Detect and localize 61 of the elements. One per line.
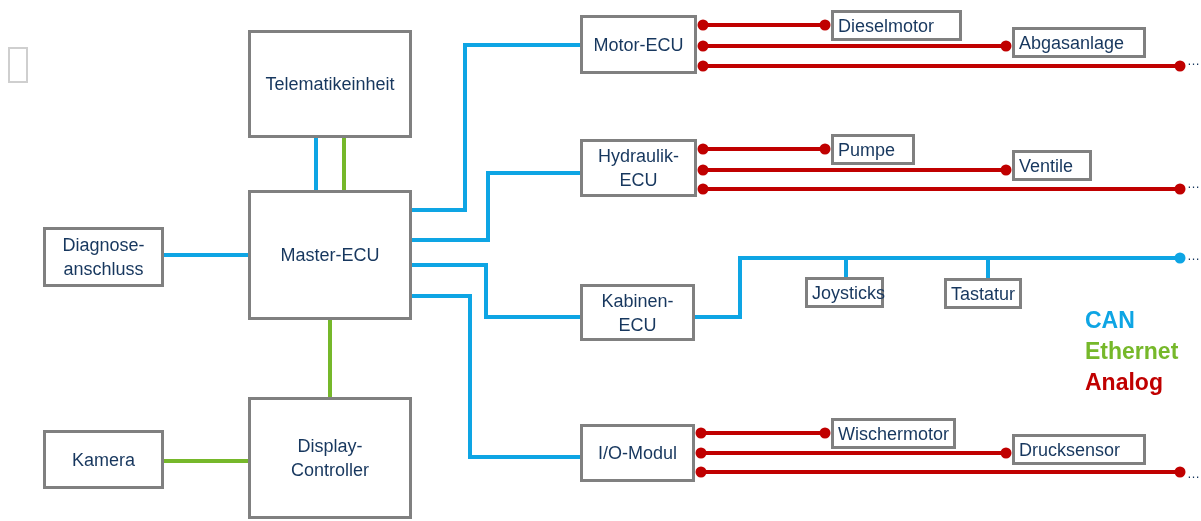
connection-line [412,171,580,242]
connection-line [342,138,346,190]
component-label: Kamera [72,448,135,472]
connection-line [412,263,580,319]
wire-with-end-dots [697,164,1012,176]
component-label: Joysticks [812,282,885,305]
component-box [831,10,962,41]
component-label: Motor-ECU [593,33,684,57]
component-box [248,30,412,138]
wire-with-end-dots [697,40,1012,52]
connection-line [328,320,332,397]
component-box [580,15,697,74]
component-label: Hydraulik- ECU [597,145,680,192]
component-label: Tastatur [951,283,1016,306]
connection-line [314,138,318,190]
component-label: Display- Controller [290,435,370,482]
component-box [43,227,164,287]
component-label: I/O-Modul [598,442,677,465]
legend-entry: CAN [1085,306,1136,335]
connection-line [695,256,990,319]
component-label: Kabinen- ECU [600,289,675,337]
component-box [43,430,164,489]
component-label: Telematikeinheit [265,73,395,96]
component-label: Abgasanlage [1019,32,1125,55]
component-box [580,139,697,197]
legend-entry: Analog [1085,368,1164,397]
component-box [805,277,884,308]
wire-with-end-dots [695,447,1012,459]
connection-line [164,459,248,463]
component-box [831,134,915,165]
placeholder-box [8,47,28,83]
component-label: Diagnose- anschluss [61,234,146,281]
component-label: Wischermotor [838,423,949,446]
connection-line [412,294,580,459]
component-label: Ventile [1019,155,1074,178]
continuation-ellipsis: … [1186,173,1201,193]
component-label: Pumpe [838,139,896,162]
continuation-ellipsis: … [1186,50,1201,70]
wire-with-end-dots [695,427,831,439]
component-box [580,424,695,482]
component-box [248,397,412,519]
component-box [248,190,412,320]
wire-with-end-dots [697,60,1186,72]
component-label: Drucksensor [1019,439,1121,462]
continuation-ellipsis: … [1186,463,1201,483]
component-box [1012,150,1092,181]
component-label: Dieselmotor [838,15,935,38]
wire-with-end-dots [697,183,1186,195]
wire-with-end-dots [697,19,831,31]
connection-line [164,253,248,257]
component-box [1012,434,1146,465]
legend-entry: Ethernet [1085,337,1179,366]
connection-line [412,43,580,212]
component-box [1012,27,1146,58]
wire-with-end-dots [697,143,831,155]
component-box [580,284,695,341]
component-box [831,418,956,449]
continuation-ellipsis: … [1186,245,1201,265]
wire-with-end-dots [695,466,1186,478]
component-box [944,278,1022,309]
component-label: Master-ECU [280,244,380,267]
